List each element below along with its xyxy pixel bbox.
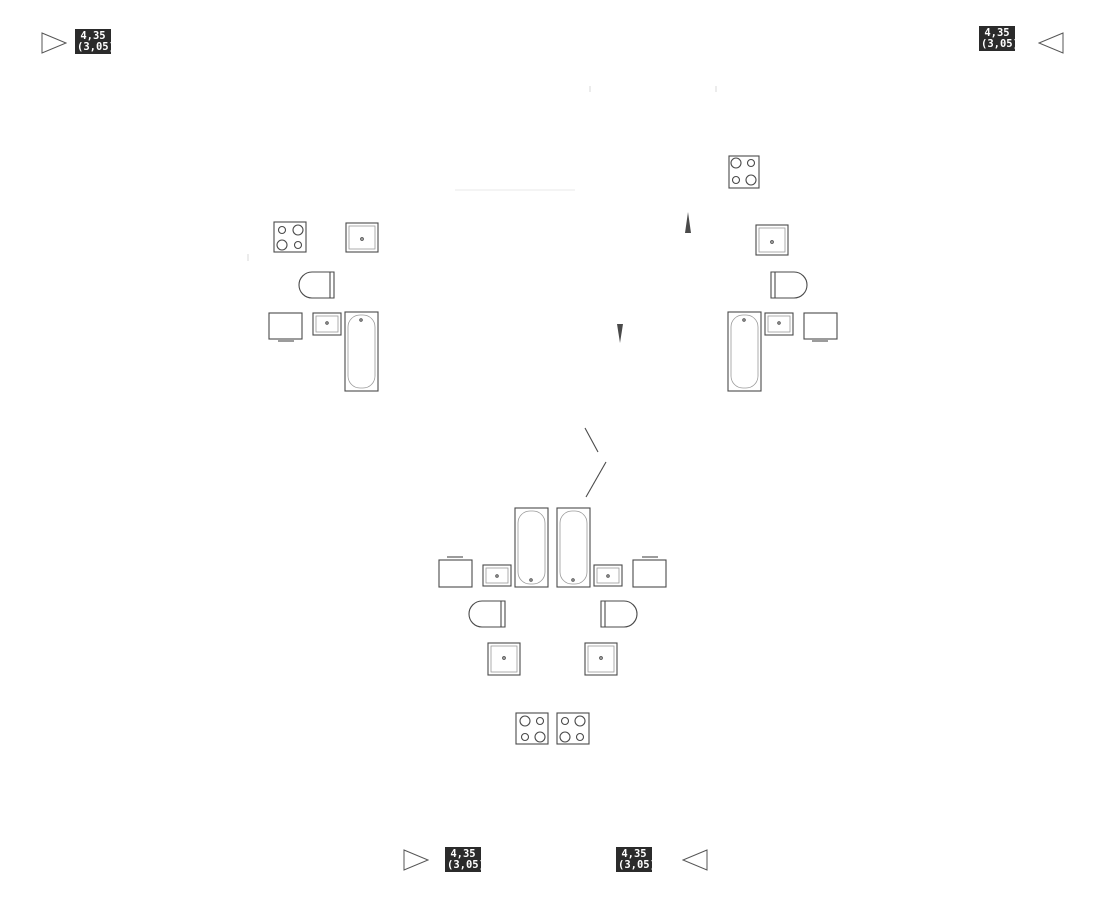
dimension-value: 4,35 xyxy=(450,848,476,860)
cooktop-icon xyxy=(515,712,549,745)
washing-machine-icon xyxy=(632,556,667,588)
unit-lower-right xyxy=(556,507,667,745)
dimension-label-bottom-right: 4,35 (3,05) xyxy=(616,847,656,872)
south-arrow-icon xyxy=(617,324,623,343)
unit-upper-right xyxy=(727,155,838,392)
washing-machine-icon xyxy=(268,312,303,342)
unit-upper-left xyxy=(268,221,379,392)
toilet-icon xyxy=(770,271,808,299)
dimension-label-top-left: 4,35 (3,05) xyxy=(75,29,115,54)
section-arrow-right-icon xyxy=(41,32,67,54)
cooktop-icon xyxy=(556,712,590,745)
dimension-value: 4,35 xyxy=(80,30,106,42)
cooktop-icon xyxy=(728,155,760,189)
toilet-icon xyxy=(600,600,638,628)
dimension-label-top-right: 4,35 (3,05) xyxy=(979,26,1019,51)
toilet-icon xyxy=(468,600,506,628)
unit-lower-left xyxy=(438,507,549,745)
washbasin-icon xyxy=(482,564,512,587)
dimension-sub-value: (3,05) xyxy=(981,38,1019,50)
construction-lines xyxy=(247,86,717,498)
section-arrow-left-icon xyxy=(1038,32,1064,54)
toilet-icon xyxy=(298,271,335,299)
washbasin-icon xyxy=(593,564,623,587)
washbasin-icon xyxy=(764,312,794,336)
kitchen-sink-icon xyxy=(755,224,789,256)
kitchen-sink-icon xyxy=(584,642,618,676)
bathtub-icon xyxy=(514,507,549,588)
dimension-value: 4,35 xyxy=(984,27,1010,39)
north-arrow-icon xyxy=(685,212,691,233)
dimension-sub-value: (3,05) xyxy=(447,859,485,871)
kitchen-sink-icon xyxy=(487,642,521,676)
dimension-value: 4,35 xyxy=(621,848,647,860)
section-arrow-left-icon xyxy=(682,849,708,871)
bathtub-icon xyxy=(344,311,379,392)
kitchen-sink-icon xyxy=(345,222,379,253)
washbasin-icon xyxy=(312,312,342,336)
bathtub-icon xyxy=(727,311,762,392)
washing-machine-icon xyxy=(803,312,838,342)
washing-machine-icon xyxy=(438,556,473,588)
bathtub-icon xyxy=(556,507,591,588)
dimension-sub-value: (3,05) xyxy=(77,41,115,53)
section-arrow-right-icon xyxy=(403,849,429,871)
dimension-label-bottom-left: 4,35 (3,05) xyxy=(445,847,485,872)
cooktop-icon xyxy=(273,221,307,253)
dimension-sub-value: (3,05) xyxy=(618,859,656,871)
